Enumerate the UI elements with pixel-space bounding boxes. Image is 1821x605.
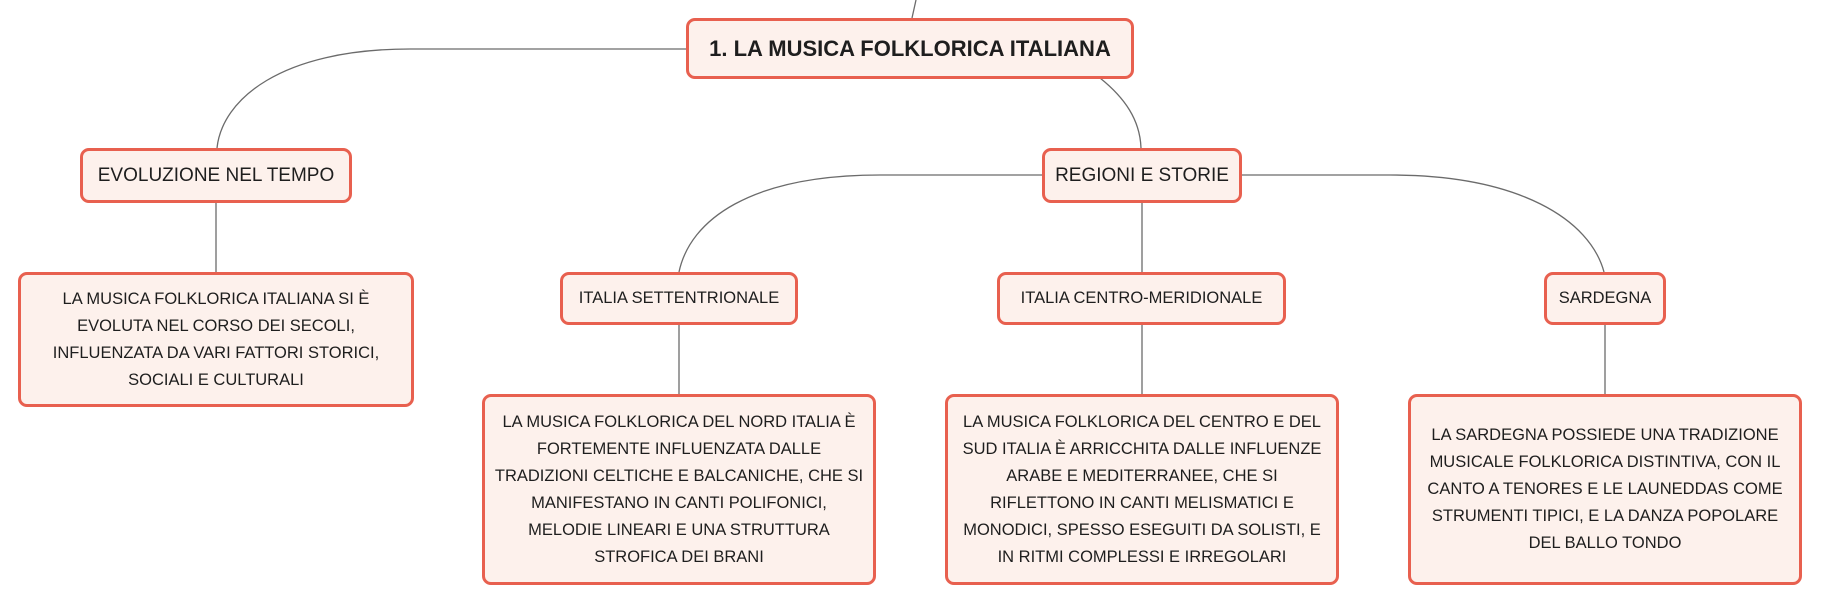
detail-evoluzione-text: LA MUSICA FOLKLORICA ITALIANA SI È EVOLU… [52, 289, 380, 389]
connector-regioni-nord [678, 174, 1042, 273]
connector-regioni-sardegna [1242, 174, 1605, 273]
detail-sardegna[interactable]: LA SARDEGNA POSSIEDE UNA TRADIZIONE MUSI… [1408, 394, 1802, 585]
topic-sardegna-label: SARDEGNA [1558, 289, 1652, 307]
topic-sardegna[interactable]: SARDEGNA [1544, 272, 1666, 325]
topic-nord-label: ITALIA SETTENTRIONALE [578, 289, 780, 307]
detail-italia-centro-meridionale[interactable]: LA MUSICA FOLKLORICA DEL CENTRO E DEL SU… [945, 394, 1339, 585]
detail-italia-settentrionale[interactable]: LA MUSICA FOLKLORICA DEL NORD ITALIA È F… [482, 394, 876, 585]
detail-centrosud-text: LA MUSICA FOLKLORICA DEL CENTRO E DEL SU… [962, 412, 1322, 566]
topic-evoluzione-nel-tempo[interactable]: EVOLUZIONE NEL TEMPO [80, 148, 352, 203]
topic-centrosud-label: ITALIA CENTRO-MERIDIONALE [1020, 289, 1263, 307]
topic-regioni-e-storie[interactable]: REGIONI E STORIE [1042, 148, 1242, 203]
connector-root-regioni [1099, 77, 1142, 149]
topic-italia-centro-meridionale[interactable]: ITALIA CENTRO-MERIDIONALE [997, 272, 1286, 325]
connector-root-evoluzione [216, 48, 686, 149]
detail-evoluzione[interactable]: LA MUSICA FOLKLORICA ITALIANA SI È EVOLU… [18, 272, 414, 407]
topic-italia-settentrionale[interactable]: ITALIA SETTENTRIONALE [560, 272, 798, 325]
root-topic-label: 1. LA MUSICA FOLKLORICA ITALIANA [709, 35, 1111, 61]
detail-nord-text: LA MUSICA FOLKLORICA DEL NORD ITALIA È F… [494, 412, 864, 566]
topic-evoluzione-label: EVOLUZIONE NEL TEMPO [97, 164, 335, 186]
connector-parent [911, 0, 917, 19]
topic-regioni-label: REGIONI E STORIE [1055, 164, 1229, 186]
detail-sardegna-text: LA SARDEGNA POSSIEDE UNA TRADIZIONE MUSI… [1427, 426, 1783, 552]
root-topic[interactable]: 1. LA MUSICA FOLKLORICA ITALIANA [686, 18, 1134, 79]
